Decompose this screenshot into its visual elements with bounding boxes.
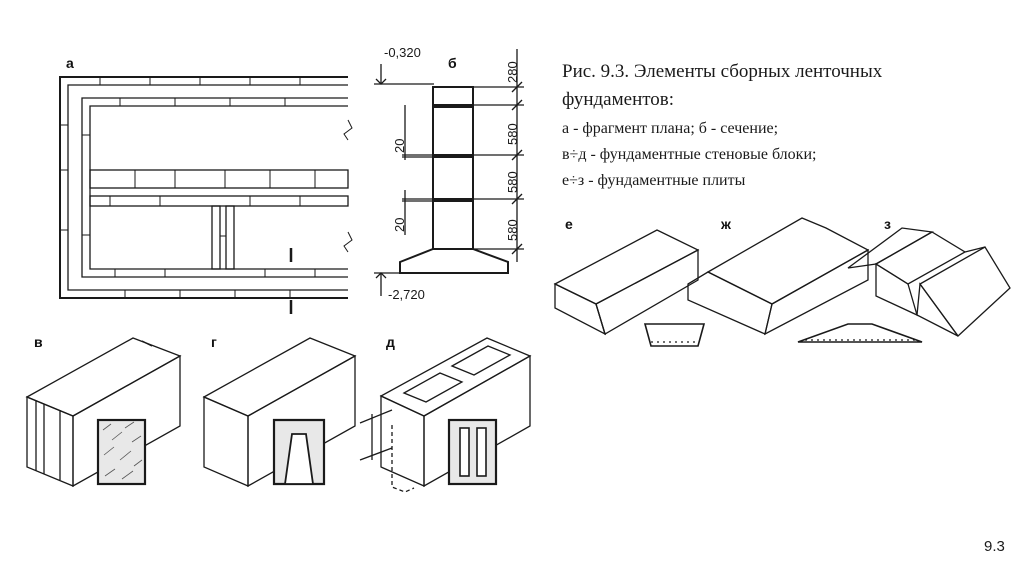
level-bottom: -2,720 <box>388 287 425 302</box>
height-dim-280: 280 <box>505 61 520 83</box>
seam-dim-1: 20 <box>392 138 407 153</box>
height-dim-580-2: 580 <box>505 171 520 193</box>
page-number: 9.3 <box>984 538 1005 555</box>
section-drawing <box>374 49 524 296</box>
height-dim-580-1: 580 <box>505 123 520 145</box>
caption-line-1: а - фрагмент плана; б - сечение; <box>562 120 779 137</box>
slab-e-drawing <box>553 229 706 347</box>
caption-line-2: в÷д - фундаментные стеновые блоки; <box>562 146 817 163</box>
label-d: д <box>386 334 395 350</box>
hollow-block-drawing <box>359 337 532 493</box>
label-zh: ж <box>721 216 731 232</box>
label-z: з <box>884 216 891 232</box>
height-dim-580-3: 580 <box>505 219 520 241</box>
label-v: в <box>34 334 43 350</box>
figure-caption-title: Рис. 9.3. Элементы сборных ленточных фун… <box>562 61 883 110</box>
caption-line-3: е÷з - фундаментные плиты <box>562 172 746 189</box>
label-a: а <box>66 55 74 71</box>
channel-block-drawing <box>202 337 357 488</box>
plan-fragment <box>59 76 353 314</box>
slab-zh-drawing <box>687 217 923 343</box>
label-g: г <box>211 334 217 350</box>
label-b: б <box>448 55 457 71</box>
solid-block-drawing <box>25 337 182 488</box>
slab-z-drawing <box>847 227 1011 337</box>
level-top: -0,320 <box>384 45 421 60</box>
seam-dim-2: 20 <box>392 217 407 232</box>
label-e: е <box>565 216 573 232</box>
